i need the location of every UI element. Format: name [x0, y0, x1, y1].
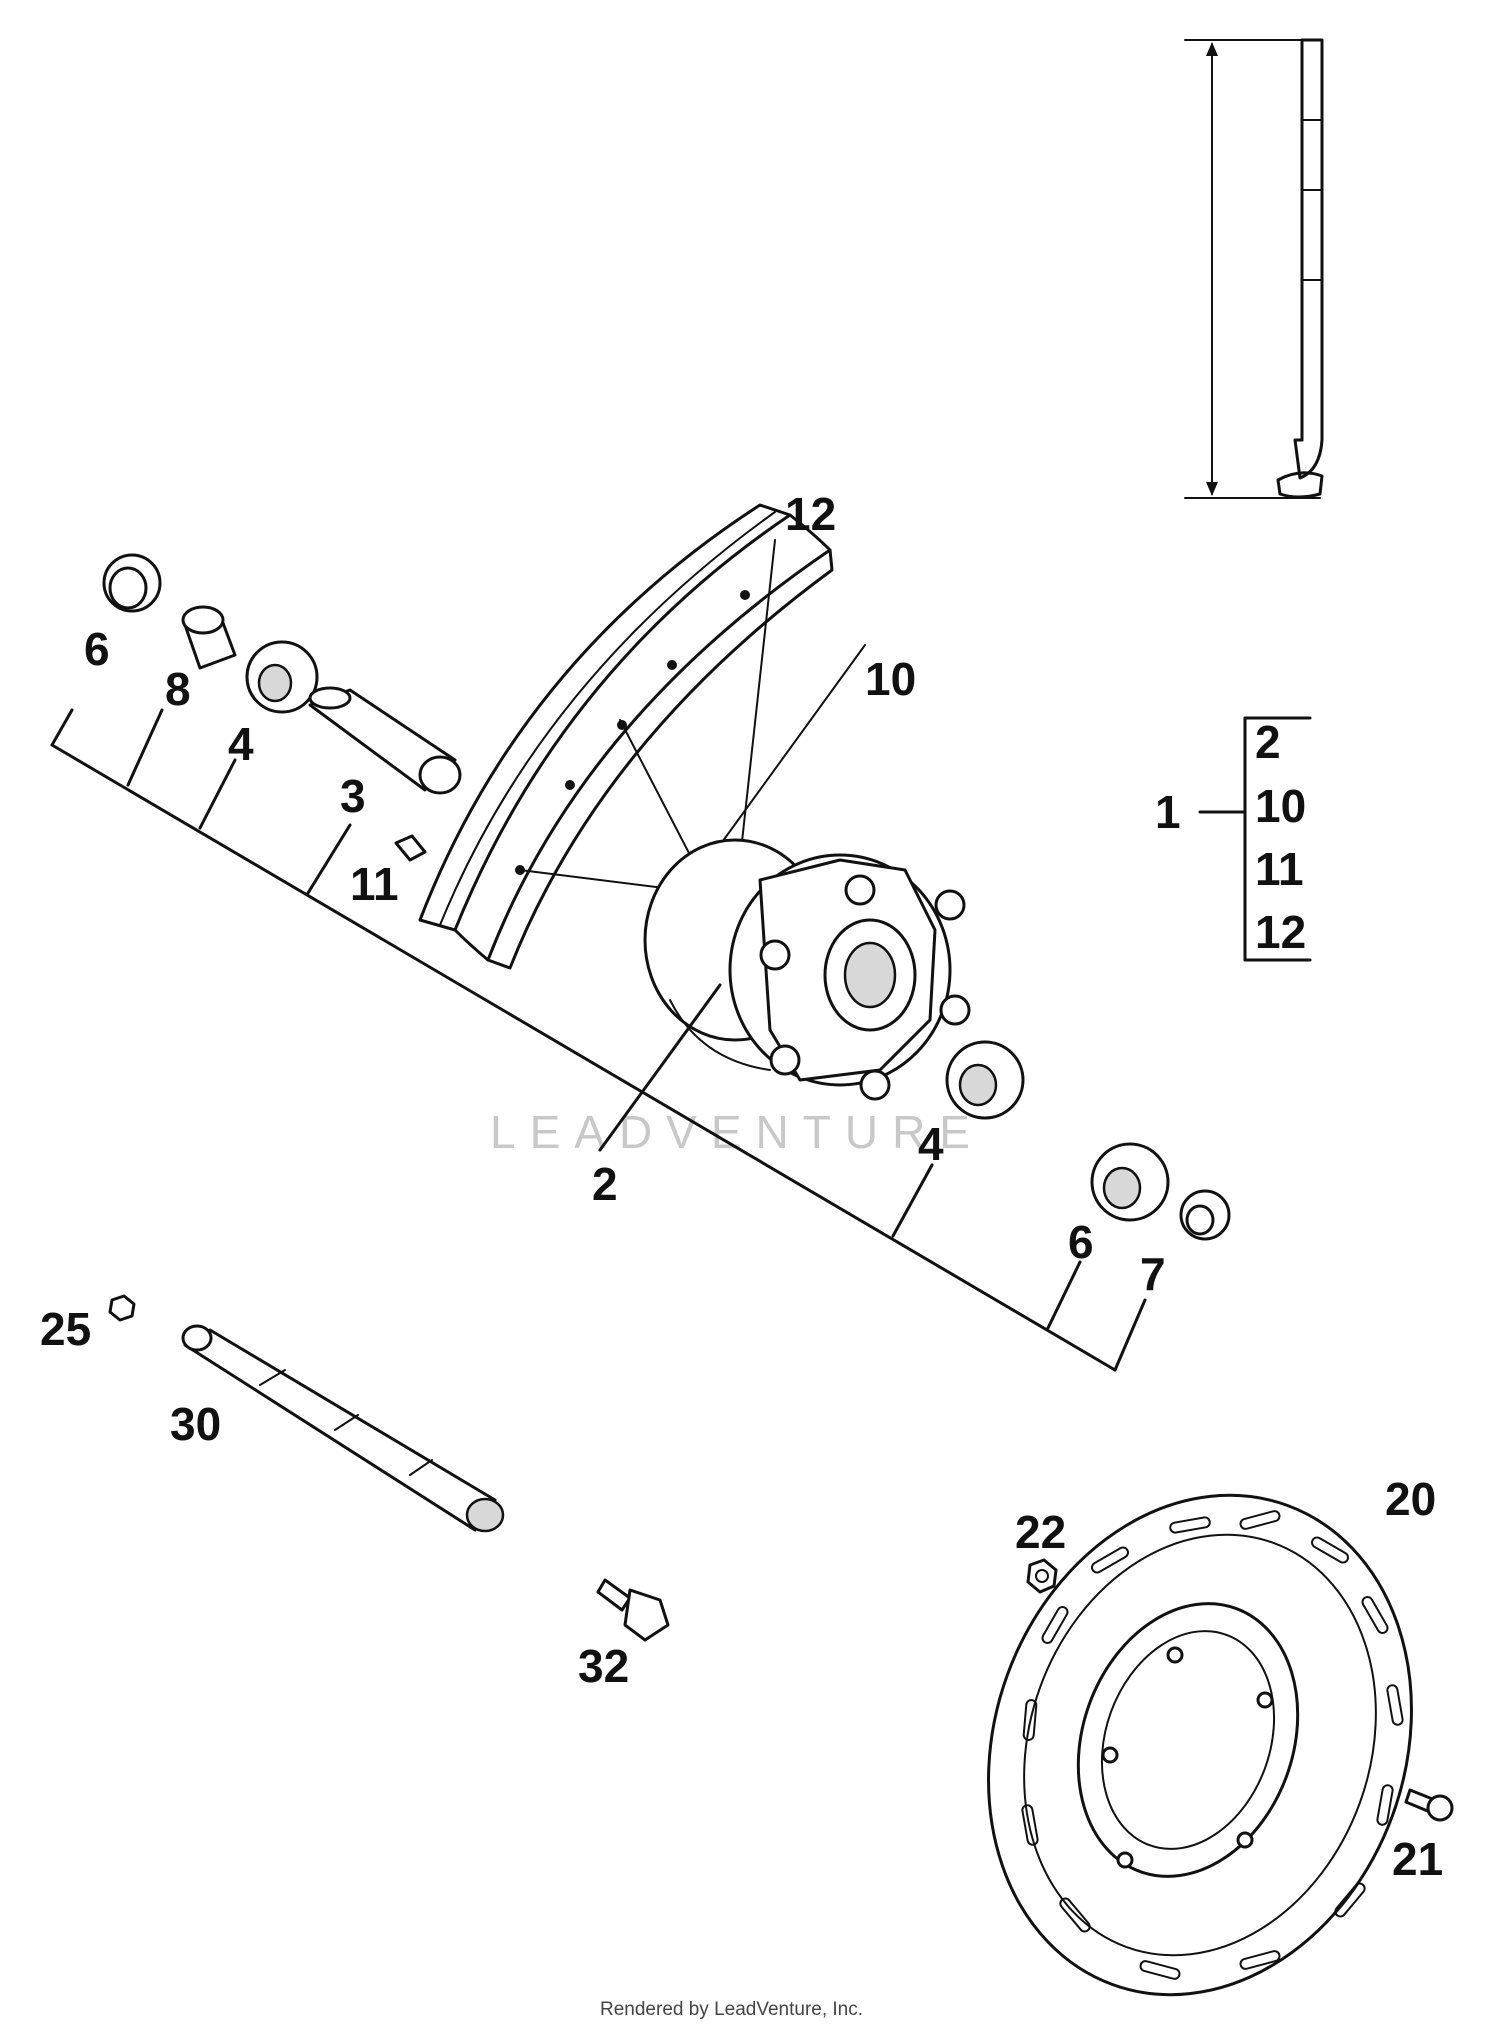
- bracket-item-12: 12: [1255, 906, 1306, 958]
- callout-11: 11: [350, 858, 399, 910]
- bearing-right: [945, 1040, 1025, 1120]
- seal-left: [102, 553, 162, 613]
- bearing-left: [245, 640, 319, 714]
- bracket-item-10: 10: [1255, 780, 1306, 832]
- disc-bolt: [1404, 1788, 1454, 1822]
- disc-nut: [1026, 1558, 1058, 1594]
- callout-6-left: 6: [84, 623, 110, 675]
- callout-22: 22: [1015, 1506, 1066, 1558]
- callout-21: 21: [1392, 1833, 1443, 1885]
- callout-25: 25: [40, 1303, 91, 1355]
- bracket-item-11: 11: [1255, 843, 1304, 895]
- callout-30: 30: [170, 1398, 221, 1450]
- assembly-bracket: [1198, 716, 1312, 962]
- callout-8: 8: [165, 663, 191, 715]
- callout-32: 32: [578, 1640, 629, 1692]
- leader-lines: [50, 708, 1147, 1372]
- axle-nut-small: [108, 1294, 136, 1322]
- bracket-item-2: 2: [1255, 716, 1281, 768]
- footer-credit: Rendered by LeadVenture, Inc.: [600, 1999, 863, 2020]
- axle-clamp-bolt: [596, 1578, 670, 1642]
- spoke-length-drawing: [1184, 38, 1324, 499]
- spacer-tube: [308, 686, 462, 795]
- callout-2: 2: [592, 1158, 618, 1210]
- spacer-right: [1179, 1189, 1231, 1241]
- callout-10: 10: [865, 653, 916, 705]
- rim: [418, 503, 834, 970]
- callout-12: 12: [785, 488, 836, 540]
- callout-7: 7: [1140, 1248, 1166, 1300]
- spacer-left: [181, 605, 237, 670]
- watermark-text: LEADVENTURE: [490, 1106, 984, 1158]
- spoke-nipple: [394, 834, 427, 862]
- callout-4-left: 4: [228, 718, 254, 770]
- callout-20: 20: [1385, 1473, 1436, 1525]
- wheel-hub: [643, 838, 971, 1101]
- seal-right: [1090, 1142, 1170, 1222]
- brake-disc: [987, 1493, 1413, 1997]
- front-axle: [181, 1324, 505, 1533]
- callout-3: 3: [340, 770, 366, 822]
- callout-1: 1: [1155, 786, 1181, 838]
- callout-4-right: 4: [918, 1118, 944, 1170]
- callout-6-right: 6: [1068, 1216, 1094, 1268]
